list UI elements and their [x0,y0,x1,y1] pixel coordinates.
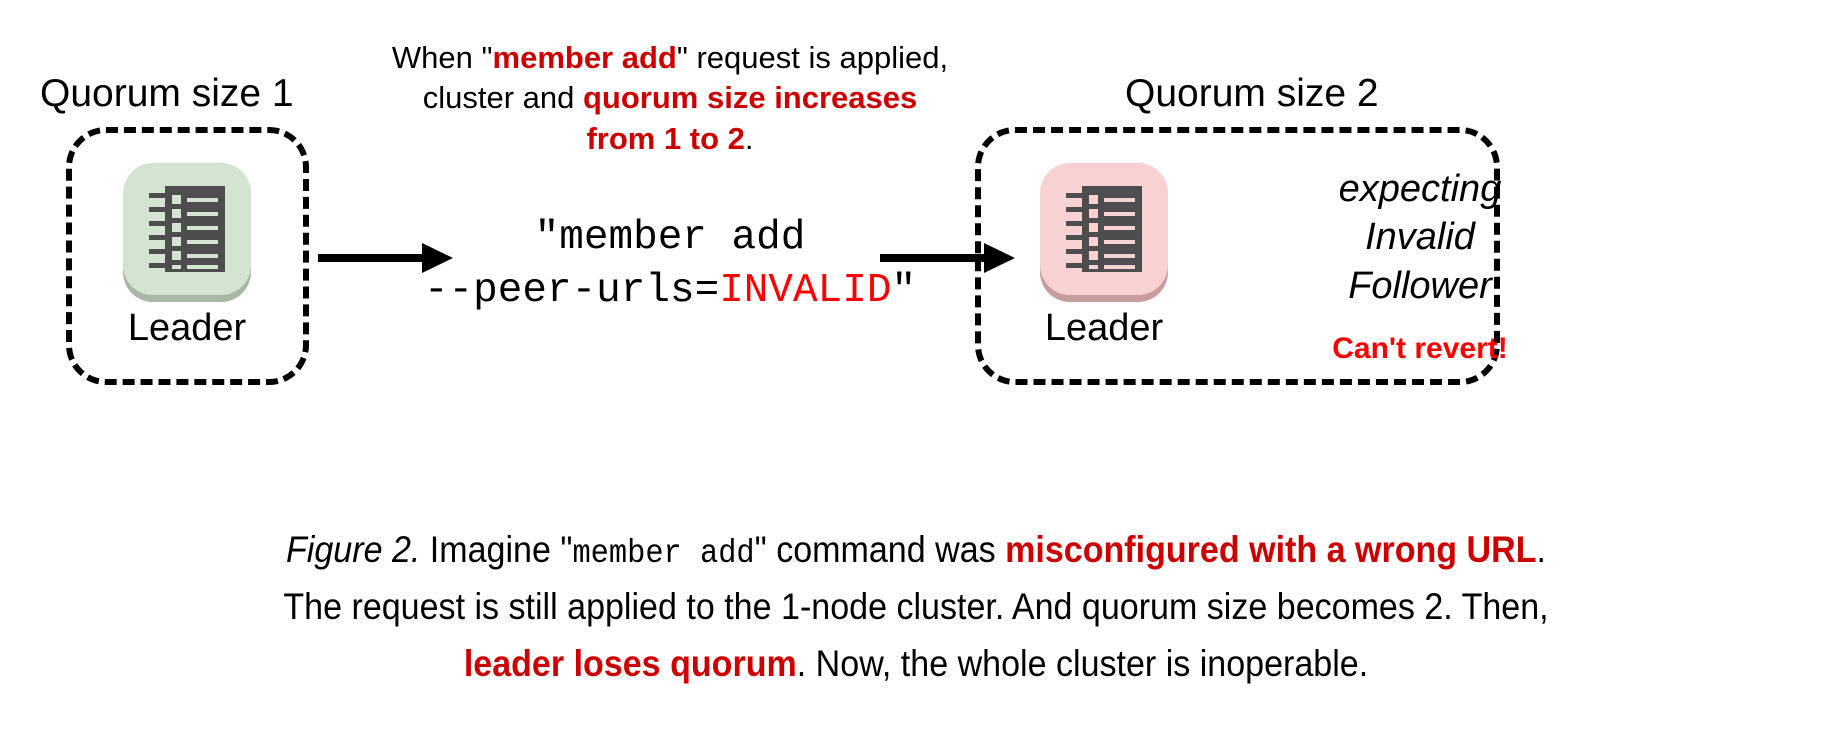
figure-caption-line-3: leader loses quorum. Now, the whole clus… [463,643,1369,685]
status-line-3: Follower [1348,264,1492,307]
right-node-label: Leader [1044,307,1164,349]
member-add-command: "member add --peer-urls=INVALID" [420,212,920,319]
right-node-status: expecting Invalid Follower [1255,165,1585,310]
figure-caption-line-2: The request is still applied to the 1-no… [283,586,1549,628]
server-rack-icon [1062,182,1146,276]
right-node: Leader [1040,163,1168,350]
server-icon-tile-unhealthy [1040,163,1168,295]
server-rack-icon [145,182,229,276]
invalid-url-token: INVALID [719,268,892,315]
left-cluster-title: Quorum size 1 [40,72,294,115]
top-explanation-line-3: from 1 to 2. [586,120,754,156]
left-node: Leader [123,163,251,350]
status-line-2: Invalid [1365,216,1475,259]
arrow-command-to-right [880,240,1015,276]
figure-caption: Figure 2. Imagine "member add" command w… [73,522,1758,693]
arrow-left-to-command [318,240,453,276]
left-cluster-box [66,127,309,385]
top-explanation: When "member add" request is applied, cl… [360,38,980,159]
figure-number: Figure 2. [286,529,421,570]
command-line-1: "member add [534,215,806,261]
top-explanation-line-1: When "member add" request is applied, [391,40,949,75]
command-line-2: --peer-urls=INVALID" [423,268,917,315]
figure-caption-line-1: Figure 2. Imagine "member add" command w… [286,529,1546,572]
top-explanation-line-2: cluster and quorum size increases [422,80,918,116]
cant-revert-warning: Can't revert! [1332,332,1508,365]
server-icon-tile-healthy [123,163,251,295]
right-cluster-title: Quorum size 2 [1125,72,1379,115]
right-cluster-box [975,127,1500,385]
status-line-1: expecting [1338,168,1502,210]
left-node-label: Leader [127,307,247,349]
